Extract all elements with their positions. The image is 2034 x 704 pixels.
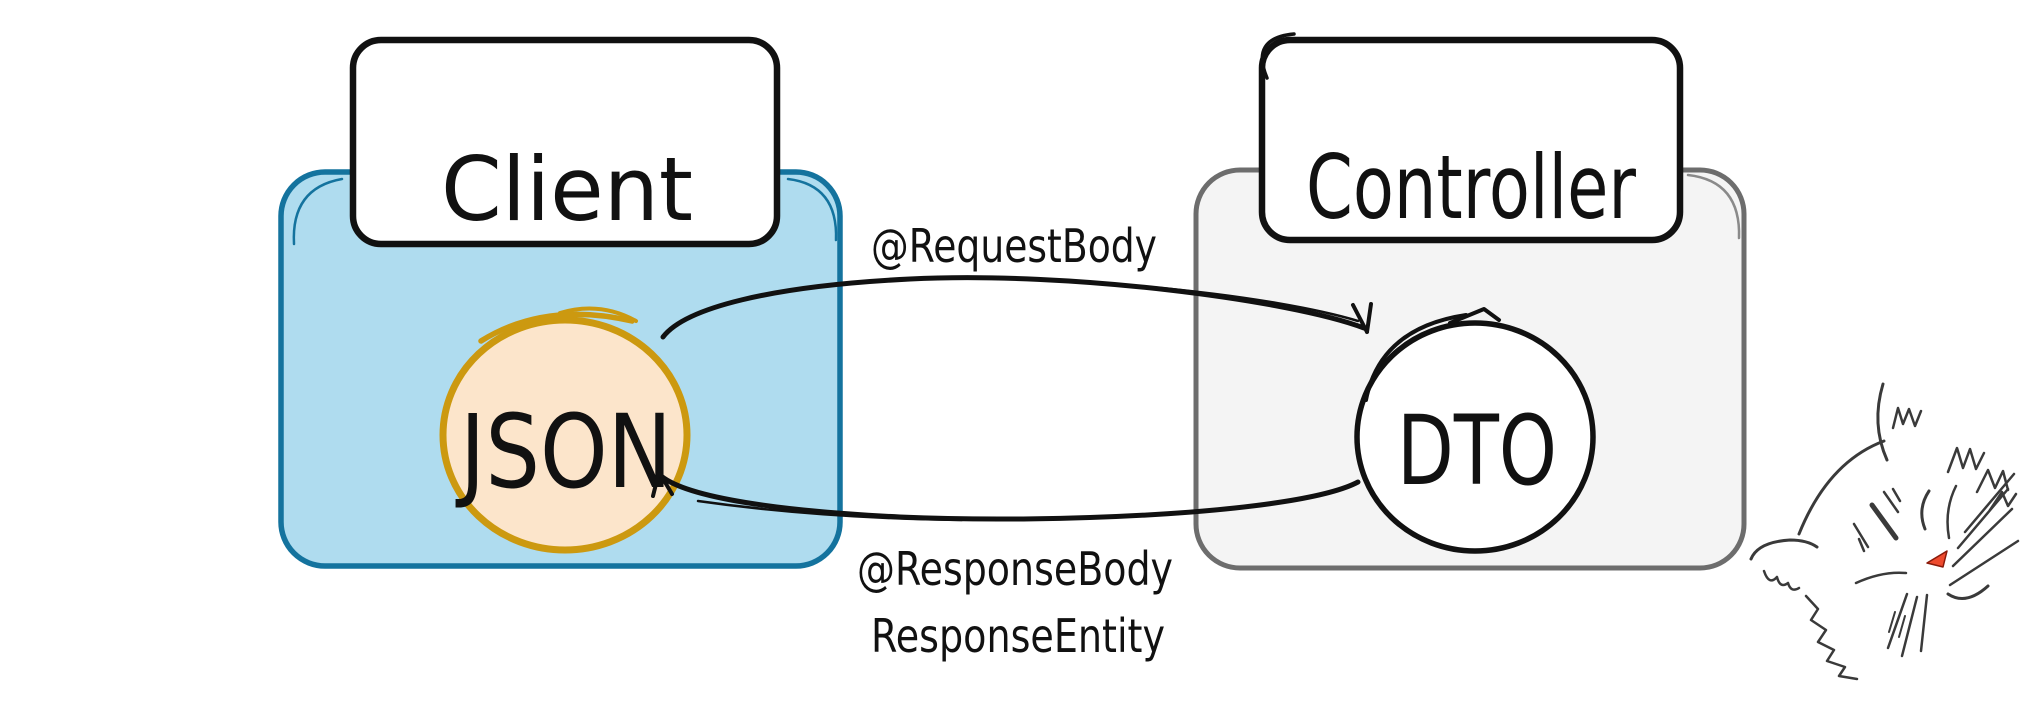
controller-label-group: Controller [1258, 32, 1684, 244]
dto-node-overdraw-stroke [1364, 313, 1468, 402]
cat-doodle-stroke [1852, 487, 1902, 553]
cat-doodle-stroke [1988, 490, 2018, 512]
cat-doodle-stroke [1975, 468, 2010, 494]
cat-doodle-stroke [1876, 382, 1889, 462]
response-arrow-label-1: @ResponseBody [857, 542, 1173, 596]
cat-doodle-stroke [1888, 611, 1906, 638]
request-arrow: @RequestBody [660, 219, 1373, 340]
json-node: JSON [439, 306, 691, 554]
client-container-corner-stroke [292, 177, 344, 246]
response-arrow: @ResponseBody ResponseEntity [651, 470, 1361, 663]
cat-doodle-stroke [1891, 406, 1923, 430]
cat-doodle-stroke [1946, 484, 1958, 540]
dto-node-ellipse [1354, 320, 1596, 554]
cat-whiskers [1948, 472, 2020, 587]
controller-label-box [1258, 36, 1684, 244]
client-label-box [349, 36, 781, 248]
client-container-corner-stroke [786, 177, 838, 242]
request-arrow-retrace-stroke [1148, 285, 1360, 323]
cat-whiskers [1886, 592, 1929, 658]
controller-label: Controller [1306, 136, 1637, 239]
json-node-overdraw-stroke [478, 311, 635, 344]
controller-container-corner-stroke [1686, 173, 1741, 240]
dto-node-overdraw-stroke [1448, 307, 1501, 325]
json-node-ellipse [439, 316, 691, 554]
response-arrowhead [651, 470, 674, 498]
cat-doodle-stroke [1946, 446, 1986, 474]
cat-doodle-stroke [1804, 594, 1859, 681]
controller-label-corner-stroke [1260, 32, 1296, 80]
cat-doodle-stroke [1869, 502, 1899, 541]
json-node-overdraw-stroke [558, 306, 638, 323]
cat-doodle-stroke [1854, 571, 1908, 585]
response-arrow-label-2: ResponseEntity [871, 609, 1165, 663]
dto-label: DTO [1397, 395, 1557, 507]
response-arrow-shaft [658, 473, 1361, 522]
cat-doodle-stroke [1749, 538, 1819, 561]
cat-doodle-stroke [1920, 489, 1931, 531]
client-label: Client [441, 138, 693, 241]
json-label: JSON [455, 393, 672, 512]
cat-nose [1926, 550, 1948, 568]
request-arrow-shaft [660, 275, 1367, 340]
dto-node: DTO [1354, 307, 1596, 554]
request-arrow-label: @RequestBody [871, 219, 1157, 273]
client-label-group: Client [349, 36, 781, 248]
request-arrowhead [1351, 302, 1373, 334]
cat-doodle-icon [1749, 382, 2020, 681]
cat-doodle-stroke [1762, 569, 1801, 591]
cat-doodle-stroke [1946, 584, 1990, 600]
response-arrow-retrace-stroke [696, 499, 964, 522]
cat-doodle-stroke [1797, 439, 1886, 536]
